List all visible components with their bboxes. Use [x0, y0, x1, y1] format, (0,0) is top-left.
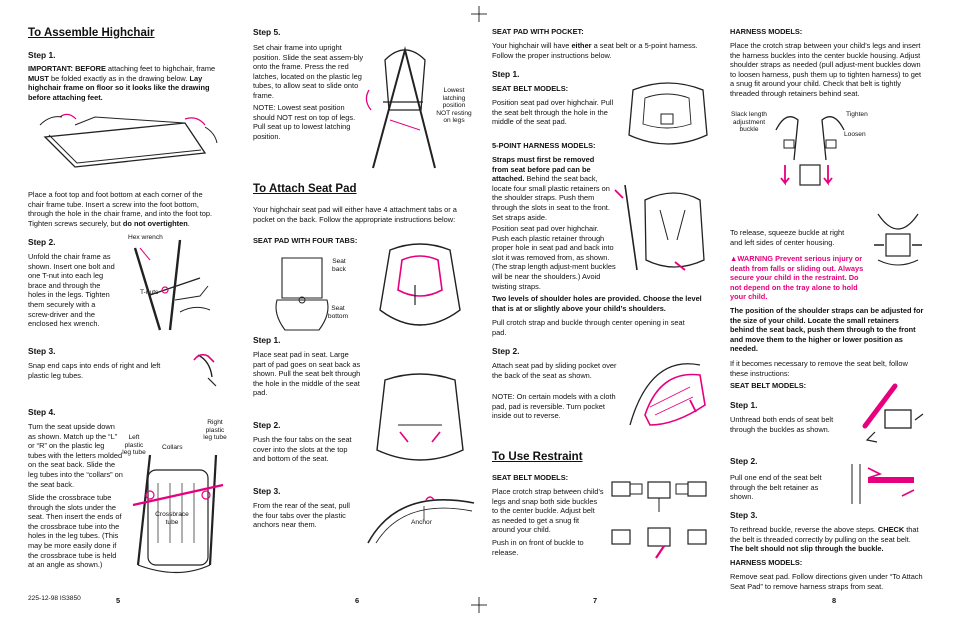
tighten-label: Tighten — [846, 111, 868, 118]
p5-step2-heading: Step 2. — [28, 237, 56, 247]
p5-step2-body: Unfold the chair frame as shown. Insert … — [28, 252, 115, 329]
buckle-figure — [611, 481, 707, 559]
p6-step2-heading: Step 2. — [253, 420, 281, 430]
p6-step5-heading: Step 5. — [253, 27, 281, 37]
p6-step1-body: Place seat pad in seat. Large part of pa… — [253, 350, 361, 398]
crosshair-top-left-icon — [471, 6, 487, 22]
p8-step3-body: To rethread buckle, reverse the above st… — [730, 525, 919, 554]
p7-harness-heading: 5-POINT HARNESS MODELS: — [492, 141, 596, 150]
p5-step4-body1: Turn the seat upside down as shown. Matc… — [28, 422, 123, 489]
belt-retainer-figure — [851, 464, 915, 504]
p8-harness-remove: Remove seat pad. Follow directions given… — [730, 572, 923, 591]
p7-step2-body: Attach seat pad by sliding pocket over t… — [492, 361, 617, 380]
page-number-6: 6 — [355, 596, 360, 605]
harness-adjust-figure — [775, 116, 845, 186]
p6-step5-body: Set chair frame into upright position. S… — [253, 43, 364, 100]
page-number-5: 5 — [116, 596, 121, 605]
attach-seat-pad-title: To Attach Seat Pad — [253, 183, 357, 195]
p7-position-body: Position seat pad over highchair. Push e… — [492, 224, 616, 291]
crosshair-bottom-icon — [471, 597, 487, 613]
p6-step5-note: NOTE: Lowest seat position should NOT re… — [253, 103, 356, 141]
pocket-over-seat-figure — [629, 363, 706, 426]
p5-step4-body2: Slide the crossbrace tube through the sl… — [28, 493, 122, 570]
p8-harness-heading: HARNESS MODELS: — [730, 27, 803, 36]
assemble-title: To Assemble Highchair — [28, 27, 155, 39]
tabs-into-slots-figure — [376, 373, 464, 461]
pocket-body: Your highchair will have either a seat b… — [492, 41, 698, 60]
p6-step1-heading: Step 1. — [253, 335, 281, 345]
seat-upside-down-figure — [132, 454, 224, 574]
p7-step2-note: NOTE: On certain models with a cloth pad… — [492, 392, 616, 421]
hex-wrench-label: Hex wrench — [128, 234, 163, 241]
p6-step2-body: Push the four tabs on the seat cover int… — [253, 435, 352, 464]
p8-step1-body: Unthread both ends of seat belt through … — [730, 415, 834, 434]
folded-frame-figure — [39, 113, 218, 168]
p7-belt-body: Position seat pad over highchair. Pull t… — [492, 98, 614, 127]
seat-pad-tabs-figure — [275, 257, 329, 331]
p7-restraint-push: Push in on front of buckle to release. — [492, 538, 584, 557]
p8-position: The position of the shoulder straps can … — [730, 306, 924, 354]
use-restraint-title: To Use Restraint — [492, 451, 583, 463]
p8-step3-heading: Step 3. — [730, 510, 758, 520]
crossbrace-tube-label: Crossbrace tube — [155, 511, 189, 526]
p8-step2-body: Pull one end of the seat belt through th… — [730, 473, 822, 502]
pocket-heading: SEAT PAD WITH POCKET: — [492, 27, 584, 36]
p8-harness-heading2: HARNESS MODELS: — [730, 558, 803, 567]
page-number-8: 8 — [832, 596, 837, 605]
p5-step4-heading: Step 4. — [28, 407, 56, 417]
p8-step1-heading: Step 1. — [730, 400, 758, 410]
p7-restraint-body: Place crotch strap between child’s legs … — [492, 487, 604, 535]
p5-step1-important: IMPORTANT: BEFORE attaching feet to high… — [28, 64, 216, 102]
p7-step2-heading: Step 2. — [492, 346, 520, 356]
p8-release: To release, squeeze buckle at right and … — [730, 228, 845, 247]
unthread-belt-figure — [862, 383, 924, 443]
warning-icon: ▲ — [730, 254, 738, 263]
p5-step1-body: Place a foot top and foot bottom at each… — [28, 190, 213, 228]
p5-step3-body: Snap end caps into ends of right and lef… — [28, 361, 161, 380]
p8-step2-heading: Step 2. — [730, 456, 758, 466]
p7-belt-heading: SEAT BELT MODELS: — [492, 84, 569, 93]
loosen-label: Loosen — [844, 131, 866, 138]
footer-code: 225-12-98 IS3850 — [28, 595, 81, 602]
p6-step3-body: From the rear of the seat, pull the four… — [253, 501, 350, 530]
p6-step3-heading: Step 3. — [253, 486, 281, 496]
slack-buckle-label: Slack length adjustment buckle — [731, 111, 767, 134]
right-leg-tube-label: Right plastic leg tube — [203, 419, 227, 442]
p7-two-levels: Two levels of shoulder holes are provide… — [492, 294, 702, 313]
p8-belt-heading: SEAT BELT MODELS: — [730, 381, 807, 390]
left-leg-tube-label: Left plastic leg tube — [122, 434, 146, 457]
lowest-position-label: Lowest latching position NOT resting on … — [436, 87, 472, 125]
collars-label: Collars — [162, 444, 183, 451]
end-cap-figure — [193, 353, 217, 387]
p7-crotch: Pull crotch strap and buckle through cen… — [492, 318, 685, 337]
p6-intro: Your highchair seat pad will either have… — [253, 205, 457, 224]
leg-brace-figure — [133, 239, 211, 331]
seat-pad-in-seat-figure — [379, 243, 461, 326]
p8-remove-belt: If it becomes necessary to remove the se… — [730, 359, 908, 378]
page-number-7: 7 — [593, 596, 598, 605]
seat-bottom-label: Seat bottom — [327, 305, 349, 320]
upright-frame-figure — [365, 46, 436, 169]
straps-behind-seat-figure — [614, 184, 705, 271]
p7-straps: Straps must first be removed from seat b… — [492, 155, 610, 222]
pocket-pad-figure — [628, 82, 708, 145]
p8-harness-body: Place the crotch strap between your chil… — [730, 41, 922, 98]
p7-step1-heading: Step 1. — [492, 69, 520, 79]
p5-step3-heading: Step 3. — [28, 346, 56, 356]
p5-step1-heading: Step 1. — [28, 50, 56, 60]
anchor-label: Anchor — [411, 519, 432, 526]
four-tabs-heading: SEAT PAD WITH FOUR TABS: — [253, 236, 358, 245]
anchor-figure — [367, 496, 475, 544]
release-buckle-figure — [874, 213, 922, 266]
seat-back-label: Seat back — [332, 258, 346, 273]
p7-restraint-belt-heading: SEAT BELT MODELS: — [492, 473, 569, 482]
p8-warning: ▲WARNING Prevent serious injury or death… — [730, 254, 864, 302]
